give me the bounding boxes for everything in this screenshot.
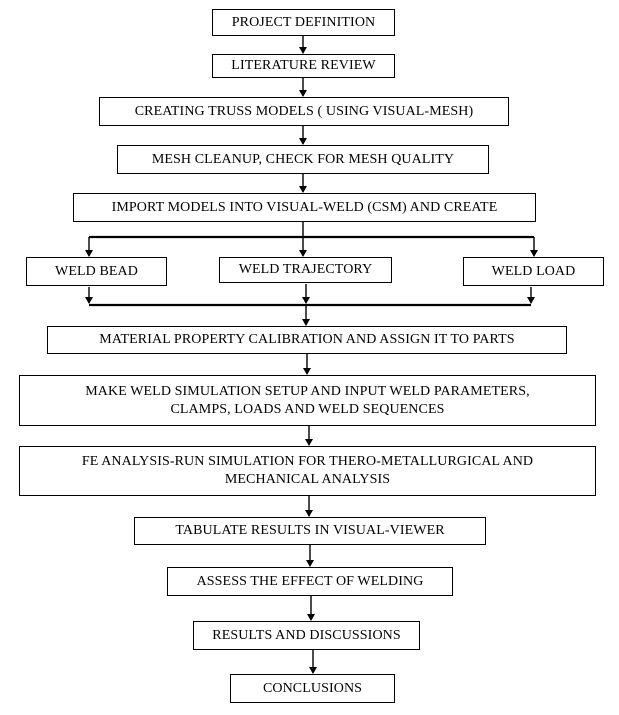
step-fe-analysis: FE ANALYSIS-RUN SIMULATION FOR THERO-MET… [19,446,596,496]
step-assess-effect: ASSESS THE EFFECT OF WELDING [167,567,453,596]
step-mesh-cleanup: MESH CLEANUP, CHECK FOR MESH QUALITY [117,145,489,174]
step-weld-trajectory: WELD TRAJECTORY [219,257,392,283]
step-conclusions: CONCLUSIONS [230,674,395,703]
step-weld-load: WELD LOAD [463,257,604,286]
step-creating-truss-models: CREATING TRUSS MODELS ( USING VISUAL-MES… [99,97,509,126]
step-material-property-calibration: MATERIAL PROPERTY CALIBRATION AND ASSIGN… [47,326,567,354]
step-literature-review: LITERATURE REVIEW [212,54,395,78]
step-tabulate-results: TABULATE RESULTS IN VISUAL-VIEWER [134,517,486,545]
step-project-definition: PROJECT DEFINITION [212,9,395,36]
step-weld-simulation-setup: MAKE WELD SIMULATION SETUP AND INPUT WEL… [19,375,596,426]
step-weld-bead: WELD BEAD [26,257,167,286]
step-results-discussions: RESULTS AND DISCUSSIONS [193,621,420,650]
step-import-models: IMPORT MODELS INTO VISUAL-WELD (CSM) AND… [73,193,536,222]
